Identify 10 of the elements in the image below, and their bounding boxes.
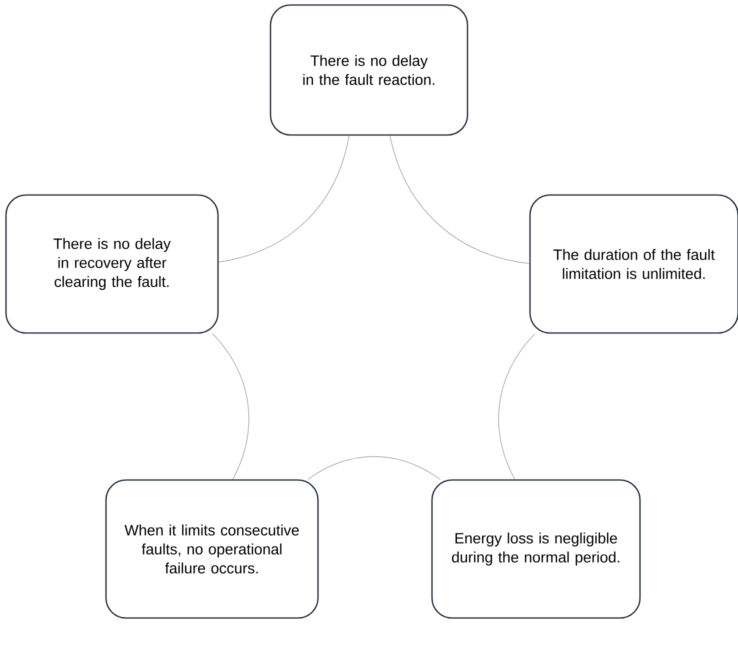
- connector-arc: [390, 135, 530, 264]
- connector-arc: [308, 456, 440, 480]
- statement-box: When it limits consecutive faults, no operational failure occurs.: [105, 479, 319, 619]
- connector-arc: [212, 333, 250, 480]
- statement-box: There is no delay in recovery after clearing the fault.: [5, 194, 219, 334]
- connector-arc: [218, 135, 350, 262]
- connector-arc: [498, 333, 536, 480]
- statement-box: There is no delay in the fault reaction.: [270, 4, 468, 136]
- statement-box: Energy loss is negligible during the normal period.: [431, 479, 641, 619]
- statement-box: The duration of the fault limitation is unlimited.: [529, 194, 738, 334]
